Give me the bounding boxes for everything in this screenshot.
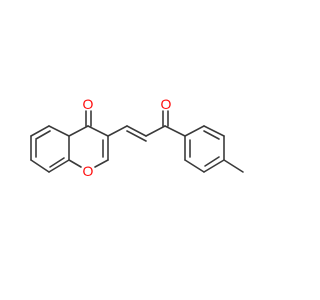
enone-linker (107, 110, 186, 142)
tolyl-ring (184, 125, 244, 173)
enone-oxygen-label: O (161, 96, 172, 112)
ketone-oxygen-label: O (83, 96, 94, 112)
benzo-ring (30, 125, 70, 173)
ring-oxygen-label: O (83, 163, 94, 179)
molecule-structure: O O O (30, 96, 244, 179)
pyranone-ring (68, 110, 109, 168)
